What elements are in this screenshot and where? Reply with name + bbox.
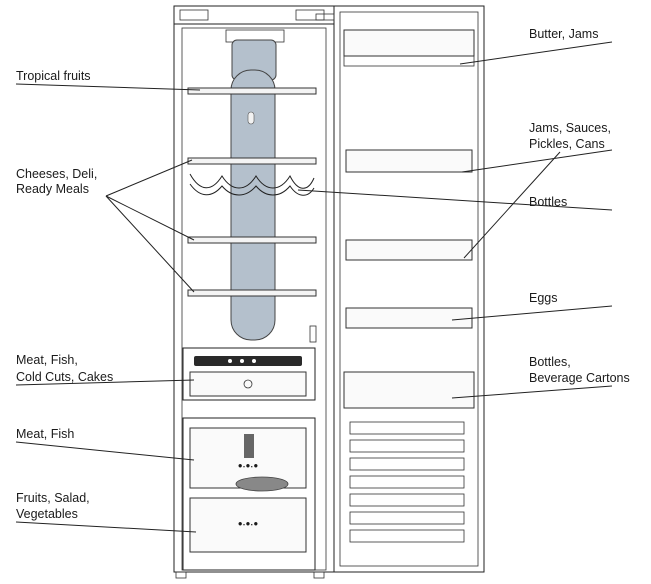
door-vent-1 — [349, 421, 465, 435]
crisper-frame — [182, 417, 316, 571]
leader-butter-jams — [459, 41, 613, 65]
butter-compartment-lip — [343, 55, 475, 67]
label-jams-line1: Jams, Sauces, — [529, 121, 611, 135]
leader-cheeses-shelf-4 — [105, 195, 195, 293]
humidity-slider — [235, 476, 289, 492]
door-vent-3 — [349, 457, 465, 471]
cabinet-top-panel — [173, 5, 335, 25]
crisper-divider — [244, 434, 254, 458]
label-fruits-line2: Vegetables — [16, 507, 78, 521]
label-butter-jams: Butter, Jams — [529, 27, 598, 41]
top-hinge-right — [295, 9, 325, 21]
door-vent-7 — [349, 529, 465, 543]
door-shelf-eggs — [345, 307, 473, 329]
leader-meat-fish — [15, 441, 195, 461]
shelf-4 — [187, 289, 317, 297]
label-eggs: Eggs — [529, 291, 558, 305]
chiller-frame — [182, 347, 316, 401]
label-meat-fish-cold-line1: Meat, Fish, — [16, 353, 78, 367]
butter-compartment — [343, 29, 475, 57]
leader-jams-sauces — [461, 149, 613, 173]
shelf-2 — [187, 157, 317, 165]
crisper-drawers: •∙•∙• •∙•∙• — [182, 417, 316, 571]
leader-bottles-cartons — [451, 385, 613, 399]
label-bottles: Bottles — [529, 195, 567, 209]
door-hinge — [315, 13, 335, 21]
control-indicator-1 — [228, 359, 232, 363]
shelf-3 — [187, 236, 317, 244]
zone-labels: Tropical fruits Cheeses, Deli, Ready Mea… — [16, 27, 630, 521]
top-hinge-left — [179, 9, 209, 21]
cabinet-foot-left — [175, 571, 187, 579]
fridge-door — [315, 5, 485, 573]
label-meat-fish-cold-line2: Cold Cuts, Cakes — [16, 370, 113, 384]
label-fruits-line1: Fruits, Salad, — [16, 491, 90, 505]
door-shelf-bottles — [345, 239, 473, 261]
door-shelf-cartons — [343, 371, 475, 409]
bottle-rack-wave-top — [189, 173, 315, 189]
leader-bottles — [297, 189, 613, 211]
shelf-1 — [187, 87, 317, 95]
leader-eggs — [451, 305, 613, 321]
leader-lines — [15, 41, 613, 533]
label-cheeses-line1: Cheeses, Deli, — [16, 167, 97, 181]
duct-light — [247, 111, 255, 125]
door-vent-4 — [349, 475, 465, 489]
leader-tropical-fruits — [15, 83, 201, 91]
air-duct-column — [230, 69, 276, 341]
label-bottles-cartons-line1: Bottles, — [529, 355, 571, 369]
drawer-mark-bottom: •∙•∙• — [238, 517, 258, 531]
label-bottles-cartons-line2: Beverage Cartons — [529, 371, 630, 385]
door-outer — [333, 5, 485, 573]
label-cheeses-line2: Ready Meals — [16, 182, 89, 196]
door-inner — [339, 11, 479, 567]
label-meat-fish: Meat, Fish — [16, 427, 74, 441]
bottle-rack-wave-bottom — [189, 183, 315, 196]
door-shelf-jams — [345, 149, 473, 173]
drawer-mark-top: •∙•∙• — [238, 459, 258, 473]
door-vent-6 — [349, 511, 465, 525]
leader-meat-fish-cold — [15, 379, 195, 386]
leader-cheeses-shelf-2 — [105, 159, 193, 197]
leader-jams-sauces-2 — [463, 151, 561, 259]
door-vent-5 — [349, 493, 465, 507]
leader-fruits-vegetables — [15, 521, 197, 533]
label-jams-line2: Pickles, Cans — [529, 137, 605, 151]
chiller-compartment — [182, 347, 316, 401]
bottle-rack — [189, 173, 315, 196]
chiller-drawer-knob — [243, 379, 253, 389]
door-latch — [309, 325, 317, 343]
air-duct — [225, 29, 285, 341]
control-indicator-3 — [252, 359, 256, 363]
control-indicator-2 — [240, 359, 244, 363]
label-tropical-fruits: Tropical fruits — [16, 69, 91, 83]
glass-shelves — [187, 87, 317, 297]
cabinet-foot-right — [313, 571, 325, 579]
chiller-drawer — [189, 371, 307, 397]
control-panel — [194, 356, 302, 366]
door-vent-2 — [349, 439, 465, 453]
crisper-drawer-bottom — [189, 497, 307, 553]
leader-cheeses-shelf-3 — [105, 195, 195, 241]
